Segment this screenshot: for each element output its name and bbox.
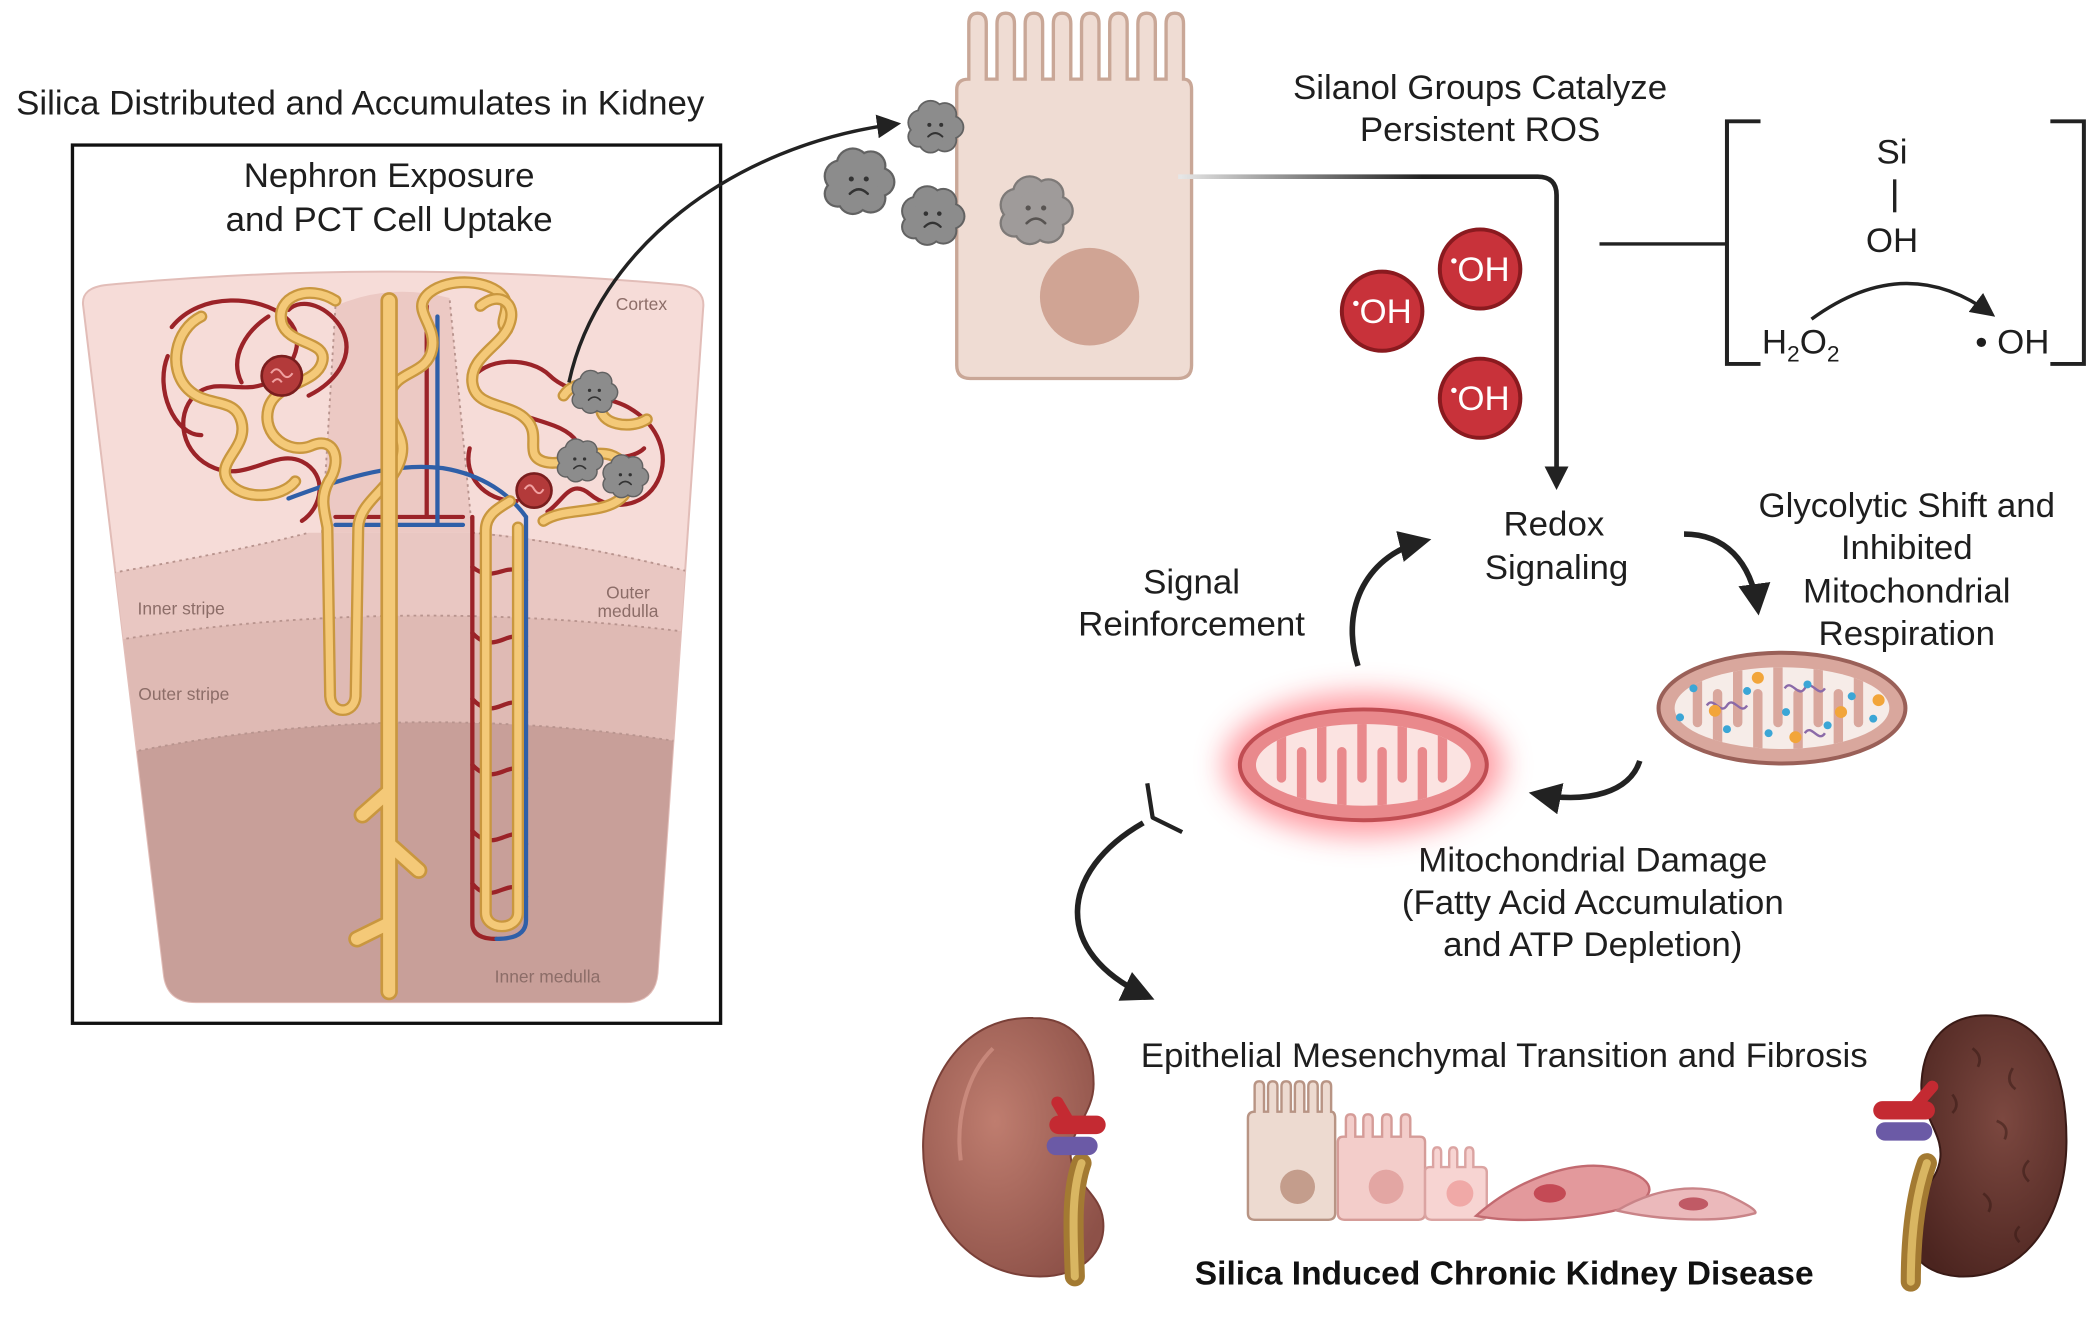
cell-nucleus xyxy=(1039,247,1140,346)
hydrogen-peroxide: H2O2 xyxy=(1762,324,1840,367)
panel-title-line2: and PCT Cell Uptake xyxy=(226,201,553,239)
label-cortex: Cortex xyxy=(616,294,668,314)
right-bracket xyxy=(2050,119,2086,366)
healthy-kidney xyxy=(922,1017,1106,1287)
diseased-kidney xyxy=(1873,1014,2068,1292)
glycolytic-label-line1: Glycolytic Shift and xyxy=(1758,487,2055,525)
healthy-mitochondrion xyxy=(1656,650,1908,766)
redox-label-line1: Redox xyxy=(1503,506,1604,544)
redox-label-line2: Signaling xyxy=(1485,549,1628,587)
label-outer-medulla-line2: medulla xyxy=(597,601,658,621)
glycolytic-label-line3: Mitochondrial xyxy=(1803,573,2010,611)
renal-vein xyxy=(1875,1122,1933,1141)
collecting-duct xyxy=(348,292,428,1001)
emt-cell-mesenchymal xyxy=(1473,1164,1651,1222)
silicon-symbol: Si xyxy=(1877,134,1908,172)
reaction-arrow xyxy=(1810,281,1996,321)
panel-title-line1: Nephron Exposure xyxy=(244,158,535,196)
label-outer-medulla-line1: Outer xyxy=(606,583,650,603)
pct-cell xyxy=(955,11,1194,381)
hydroxyl-group: OH xyxy=(1866,222,1918,260)
ros-arrow xyxy=(1178,174,1569,491)
kidney-cross-section: Cortex Inner stripe Outer stripe Outer m… xyxy=(81,270,705,1004)
hydroxyl-radical-product: • OH xyxy=(1975,324,2049,362)
glycolytic-label-line4: Respiration xyxy=(1819,615,1995,653)
progression-arrow xyxy=(1074,782,1184,1001)
damage-label-line2: (Fatty Acid Accumulation xyxy=(1402,884,1784,922)
silica-particle xyxy=(822,146,897,217)
uptake-arrow xyxy=(567,114,902,383)
hydroxyl-radical: •OH xyxy=(1437,356,1523,440)
cycle-arrow-to-glycolytic xyxy=(1683,531,1771,616)
svg-text:•OH: •OH xyxy=(1352,293,1411,331)
emt-cell-epithelial xyxy=(1246,1080,1337,1221)
svg-text:•OH: •OH xyxy=(1450,380,1509,418)
emt-cell-flattened xyxy=(1423,1146,1488,1221)
hydroxyl-radical: •OH xyxy=(1339,269,1425,353)
inner-medulla-region xyxy=(82,722,704,1003)
ros-heading-line2: Persistent ROS xyxy=(1360,111,1600,149)
damage-label-line3: and ATP Depletion) xyxy=(1443,926,1742,964)
renal-vein xyxy=(1046,1136,1098,1156)
label-inner-medulla: Inner medulla xyxy=(495,967,601,987)
silanol-reaction: Si OH H2O2 • OH xyxy=(1599,119,2086,367)
reinforcement-label-line1: Signal xyxy=(1143,564,1240,602)
label-inner-stripe: Inner stripe xyxy=(138,599,225,619)
cycle-arrow-to-damage xyxy=(1528,759,1643,815)
left-bracket xyxy=(1724,119,1761,366)
reinforcement-label-line2: Reinforcement xyxy=(1078,606,1305,644)
panel-heading: Silica Distributed and Accumulates in Ki… xyxy=(16,85,705,123)
hydroxyl-radical: •OH xyxy=(1437,227,1523,311)
emt-cell-fibroblast xyxy=(1613,1187,1757,1221)
cycle-arrow-to-redox xyxy=(1349,531,1432,667)
arterial-capillaries xyxy=(161,298,665,942)
panel-frame xyxy=(70,143,723,1025)
renal-artery xyxy=(1049,1115,1106,1135)
damage-label-line1: Mitochondrial Damage xyxy=(1418,842,1767,880)
emt-label: Epithelial Mesenchymal Transition and Fi… xyxy=(1141,1037,1868,1075)
damaged-mitochondrion xyxy=(1223,693,1503,837)
label-outer-stripe: Outer stripe xyxy=(138,684,229,704)
renal-artery xyxy=(1873,1101,1935,1120)
nephron-panel: Nephron Exposure and PCT Cell Uptake xyxy=(70,143,723,1025)
glomerulus xyxy=(260,354,304,397)
glycolytic-label-line2: Inhibited xyxy=(1841,529,1973,567)
ros-heading-line1: Silanol Groups Catalyze xyxy=(1293,69,1667,107)
disease-outcome-label: Silica Induced Chronic Kidney Disease xyxy=(1195,1256,1814,1293)
svg-text:•OH: •OH xyxy=(1450,251,1509,289)
emt-cell-transitioning xyxy=(1336,1113,1427,1221)
